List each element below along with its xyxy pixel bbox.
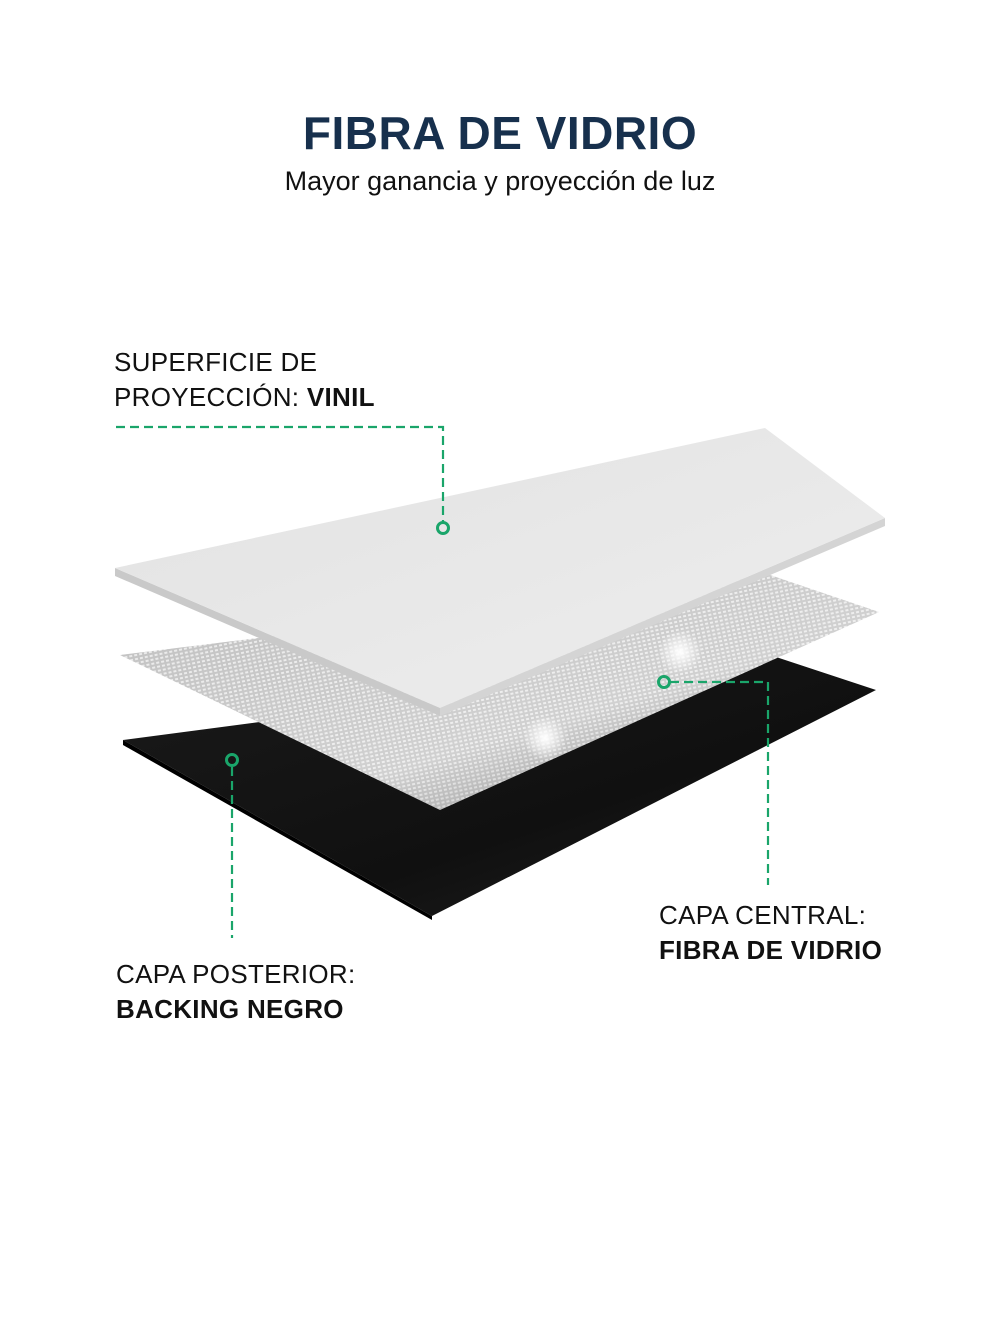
- label-fiberglass-bold: FIBRA DE VIDRIO: [659, 935, 883, 965]
- label-backing: CAPA POSTERIOR: BACKING NEGRO: [116, 957, 356, 1027]
- callout-dot-vinyl: [436, 521, 450, 535]
- label-backing-line1: CAPA POSTERIOR:: [116, 959, 356, 989]
- sparkle-icon: [658, 630, 702, 674]
- vinyl-surface-layer: [115, 428, 885, 716]
- label-fiberglass: CAPA CENTRAL: FIBRA DE VIDRIO: [659, 898, 882, 968]
- page-subtitle: Mayor ganancia y proyección de luz: [284, 166, 716, 196]
- page-title: FIBRA DE VIDRIO: [302, 107, 698, 159]
- label-fiberglass-line1: CAPA CENTRAL:: [659, 900, 867, 930]
- callout-line-fiberglass: [670, 680, 770, 885]
- label-vinyl-line1: SUPERFICIE DE: [114, 347, 318, 377]
- label-vinyl: SUPERFICIE DE PROYECCIÓN: VINIL: [114, 345, 375, 415]
- label-vinyl-prefix: PROYECCIÓN:: [114, 382, 307, 412]
- sparkle-icon: [523, 716, 567, 760]
- callout-dot-fiberglass: [657, 675, 671, 689]
- label-vinyl-bold: VINIL: [306, 382, 375, 412]
- callout-line-vinyl: [116, 425, 445, 522]
- label-backing-bold: BACKING NEGRO: [116, 994, 344, 1024]
- callout-dot-backing: [225, 753, 239, 767]
- callout-lines: [116, 425, 770, 938]
